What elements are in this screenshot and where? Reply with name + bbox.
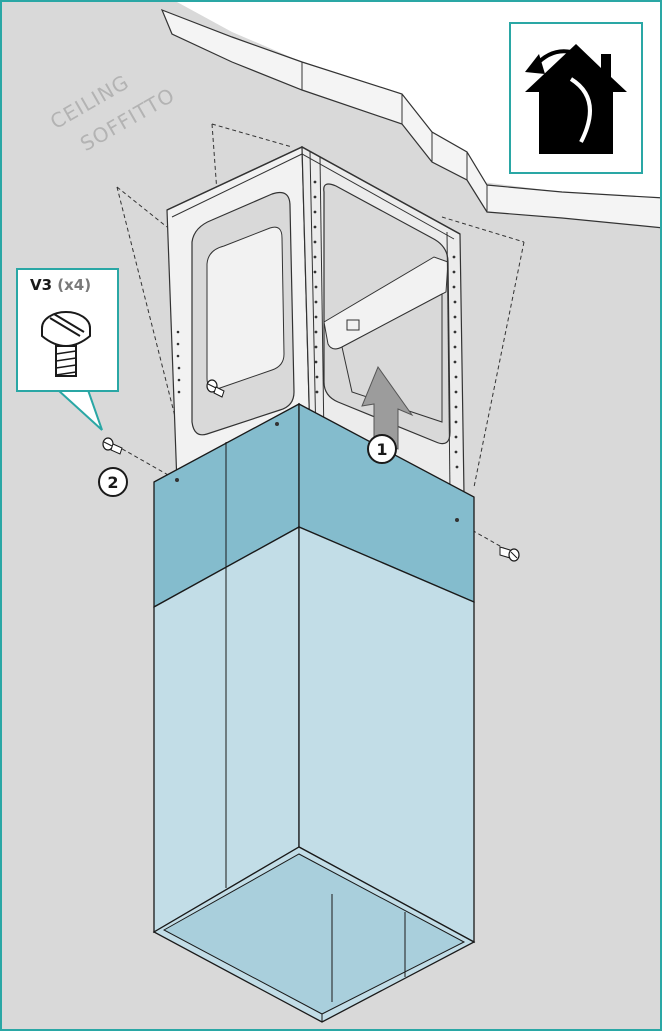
screw-right-icon (499, 546, 520, 562)
house-icon-box (509, 22, 643, 174)
chimney-lower (152, 525, 476, 1023)
screw-callout-pointer (55, 389, 103, 431)
screw-left-icon (102, 437, 123, 455)
up-arrow-icon (361, 365, 414, 450)
rail-holes (176, 180, 459, 469)
screw-quantity: (x4) (57, 276, 92, 294)
screw-code: V3 (30, 276, 53, 294)
ceiling-area (2, 2, 660, 202)
slotted-screw-icon (41, 311, 91, 377)
screw-callout: V3 (x4) (16, 268, 119, 392)
screw-frame-icon (206, 379, 225, 398)
screw-label: V3 (x4) (30, 276, 91, 294)
step-1-badge: 1 (367, 434, 397, 464)
house-ceiling-install-icon (525, 44, 627, 154)
step-2-badge: 2 (98, 467, 128, 497)
